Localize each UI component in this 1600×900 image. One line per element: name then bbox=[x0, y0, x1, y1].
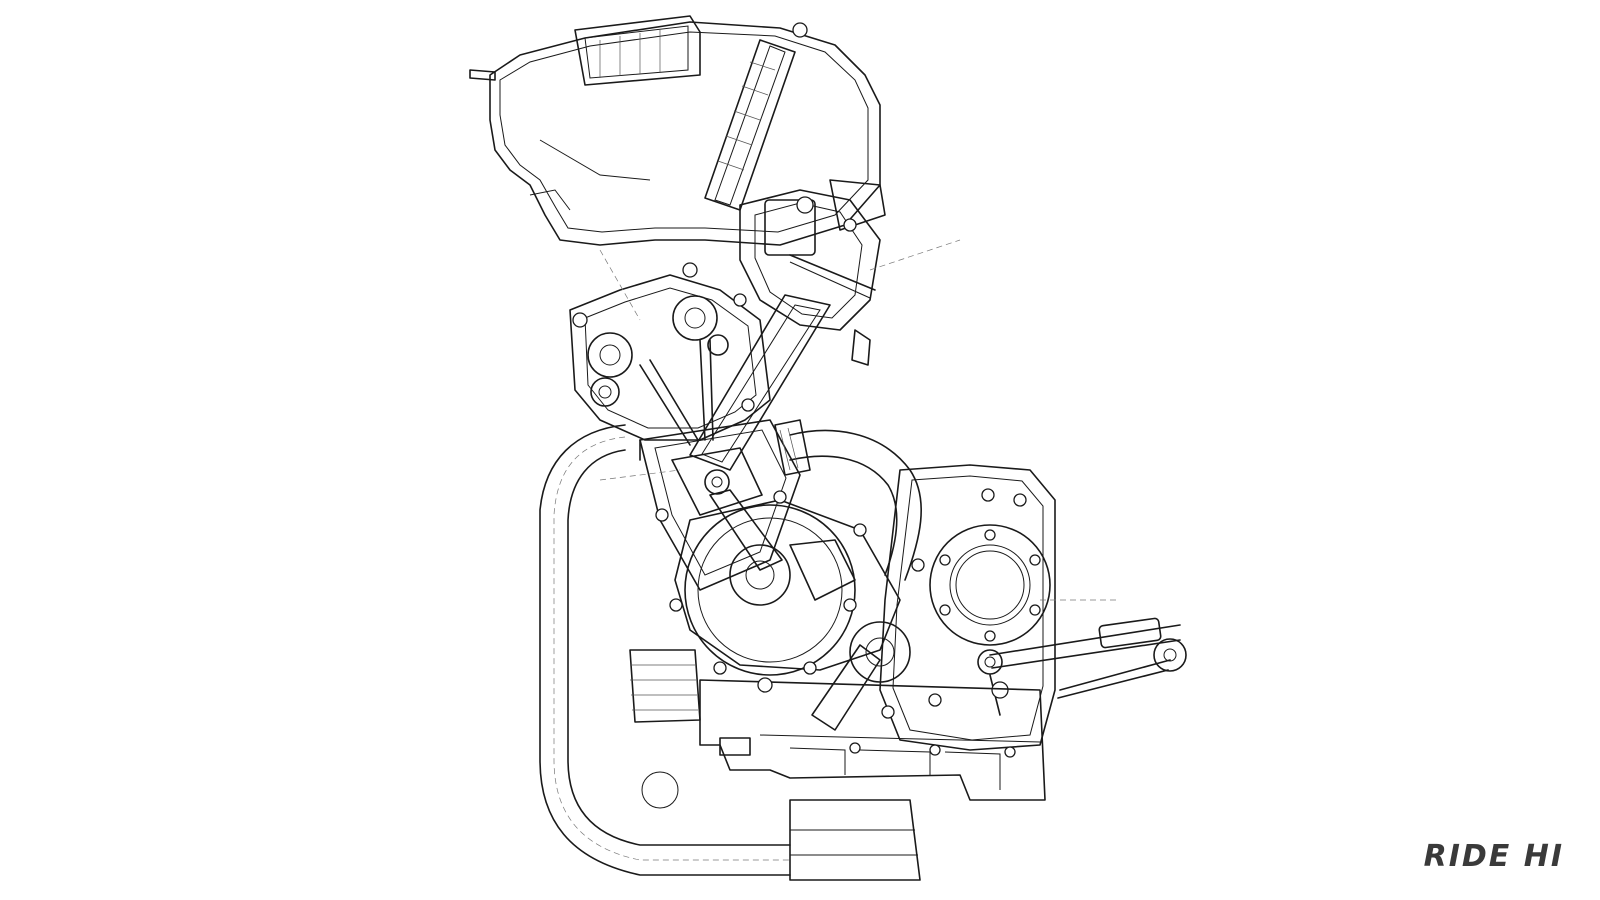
transmission-case bbox=[849, 464, 1056, 751]
shift-linkage bbox=[977, 617, 1187, 716]
crankcase bbox=[669, 490, 901, 676]
construction-lines bbox=[599, 239, 1120, 601]
oil-sump bbox=[629, 644, 1046, 801]
cylinder-head bbox=[569, 262, 771, 446]
cylinder-piston bbox=[639, 419, 801, 591]
ride-hi-watermark: RIDE HI bbox=[1423, 839, 1564, 874]
intake-throttle-body bbox=[689, 179, 886, 471]
exhaust-pipe bbox=[539, 424, 921, 881]
airbox bbox=[469, 15, 881, 246]
